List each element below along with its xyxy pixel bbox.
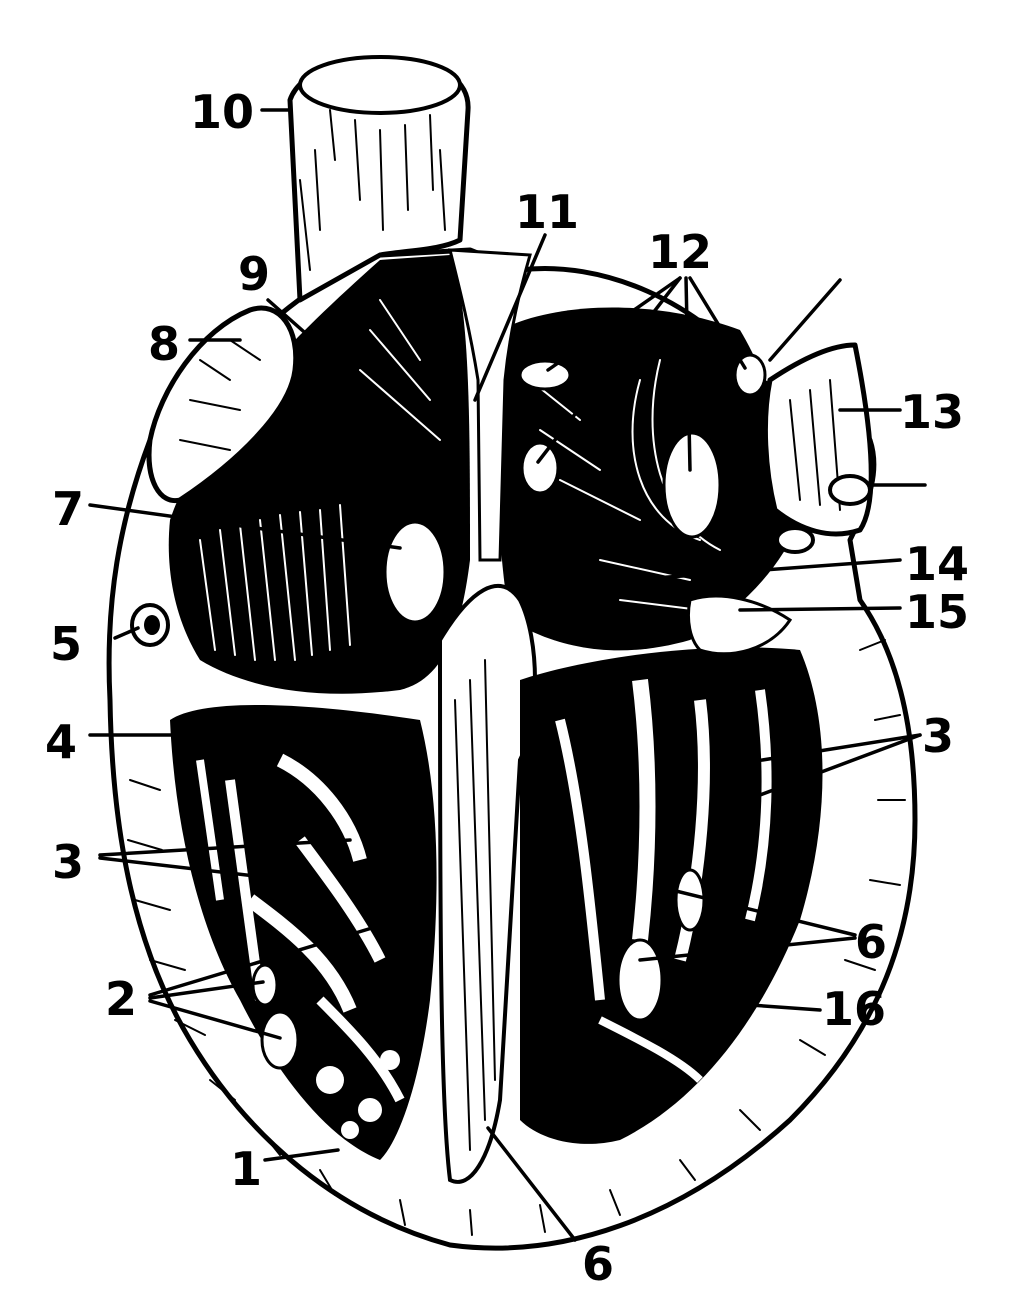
label-6-bottom: 6 [582,1237,614,1291]
left-ventricle-trabeculae [555,679,772,1083]
vessel-lumen [144,615,160,635]
left-auricle [762,342,874,537]
left-atrium-cavity [497,307,800,651]
label-10: 10 [190,85,254,139]
label-9: 9 [238,247,270,301]
right-auricle [146,305,299,504]
pulmonary-vein-probe [768,278,842,362]
label-4: 4 [45,715,77,769]
atrium-texture [199,299,721,661]
pulmonary-vein-opening-c [662,431,722,539]
left-ventricle-cavity [520,647,823,1144]
label-7: 7 [52,482,84,536]
label-2: 2 [105,972,137,1026]
myocardium-texture [127,639,906,1236]
label-11: 11 [515,185,579,239]
pulmonary-vein-opening-a [518,359,572,391]
vena-cava-opening [298,55,462,115]
pulmonary-vein-opening-b [520,441,560,495]
pulmonary-vein-lower [775,526,815,554]
label-13: 13 [900,385,964,439]
septum-texture [454,659,496,1151]
label-3-right: 3 [922,709,954,763]
label-8: 8 [148,317,180,371]
label-3-left: 3 [52,835,84,889]
label-16: 16 [822,982,886,1036]
label-14: 14 [905,537,969,591]
label-5: 5 [50,617,82,671]
diagram-labels: 10 11 12 9 8 13 7 14 5 15 4 3 3 6 2 16 1… [45,85,969,1291]
label-6-right: 6 [855,915,887,969]
interventricular-septum [437,583,537,1184]
leader-lines [88,108,922,1242]
label-15: 15 [905,585,969,639]
auricle-texture [179,339,261,451]
vena-cava-texture [299,109,446,271]
pulmonary-vein-right [828,474,872,506]
coronary-sinus-opening [383,520,447,624]
label-12: 12 [648,225,712,279]
label-1: 1 [230,1142,262,1196]
